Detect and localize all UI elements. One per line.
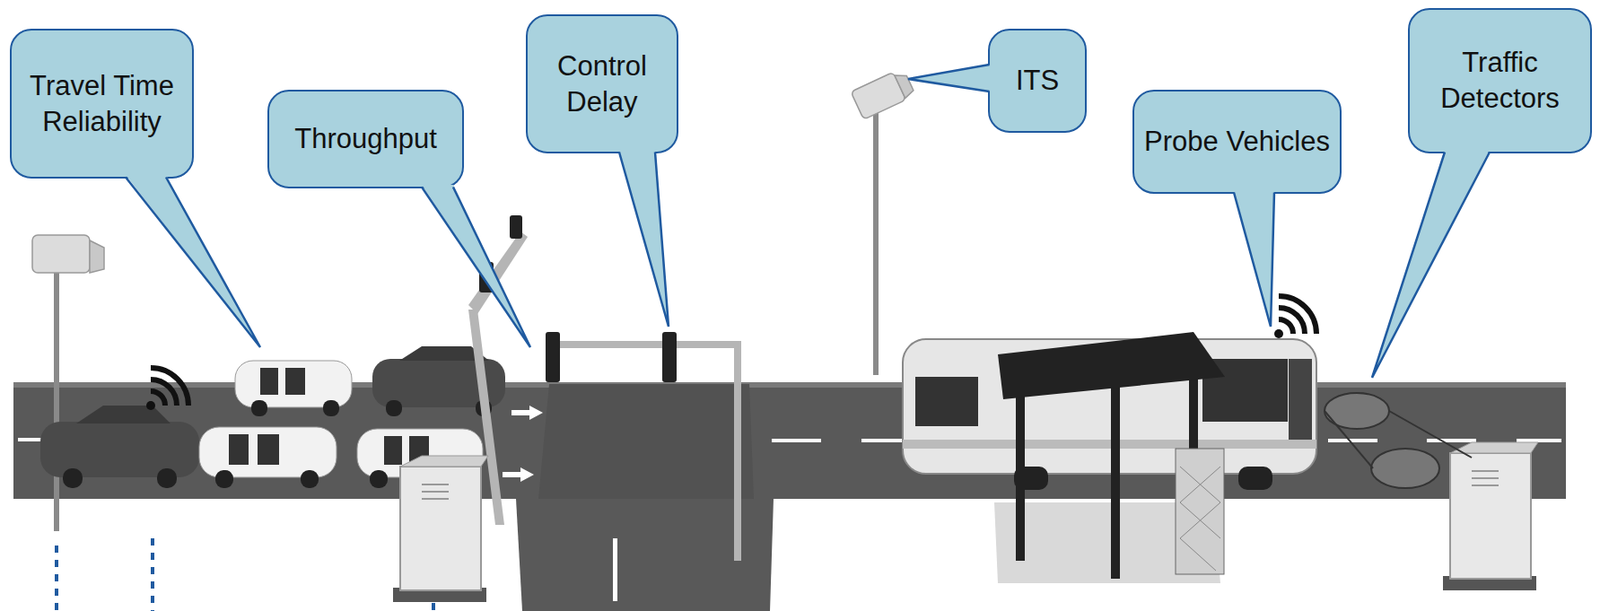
callout-bubble: Travel Time Reliability <box>9 28 194 179</box>
callout-bubble: ITS <box>987 28 1087 133</box>
traffic-signals <box>468 215 742 561</box>
callout-bubble: Traffic Detectors <box>1407 8 1592 154</box>
callout-text: Traffic Detectors <box>1416 44 1583 116</box>
loop-detectors <box>1324 393 1472 489</box>
callout-text: ITS <box>1015 62 1059 99</box>
callout-tail <box>908 64 992 92</box>
camera-mid <box>850 67 916 376</box>
bus-shelter <box>994 332 1225 584</box>
dotted-links <box>56 538 434 611</box>
callout-text: Probe Vehicles <box>1144 123 1330 160</box>
callout-text: Control Delay <box>534 48 670 120</box>
intersection <box>538 384 754 499</box>
callout-bubble: Probe Vehicles <box>1132 89 1342 194</box>
camera-left <box>32 235 105 532</box>
callout-bubble: Throughput <box>267 89 464 189</box>
cars <box>40 346 506 489</box>
lane-markings <box>17 405 1562 602</box>
callout-tail <box>125 174 261 348</box>
callout-tail <box>1233 190 1275 327</box>
callout-tail <box>421 184 531 348</box>
callout-text: Travel Time Reliability <box>18 68 185 140</box>
callout-text: Throughput <box>294 121 438 158</box>
callout-bubble: Control Delay <box>525 14 679 154</box>
callout-tail <box>619 149 669 327</box>
callout-tail <box>1372 149 1490 378</box>
